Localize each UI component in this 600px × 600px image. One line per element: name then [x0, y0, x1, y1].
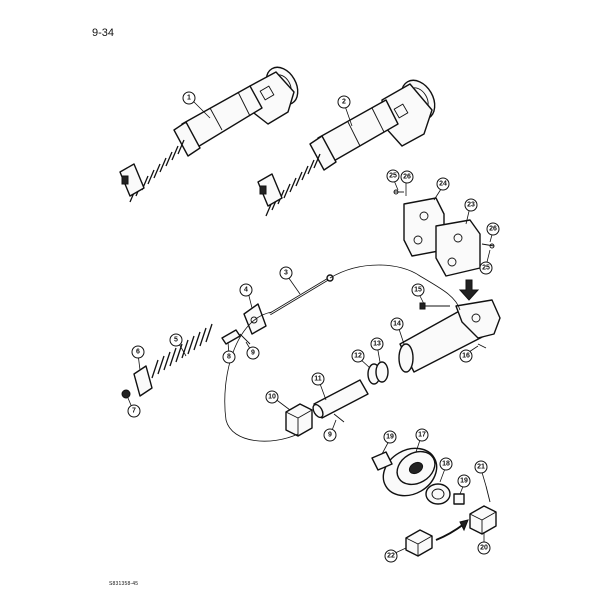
rings-12-13	[367, 361, 389, 385]
svg-text:1: 1	[187, 95, 191, 102]
svg-text:10: 10	[268, 394, 276, 401]
callout-5: 5	[169, 333, 183, 347]
callout-10: 10	[265, 390, 279, 404]
rod-3	[269, 274, 334, 316]
svg-text:24: 24	[439, 181, 447, 188]
callout-22: 22	[384, 549, 398, 563]
bolts-25-26	[393, 189, 495, 249]
spring-5	[151, 323, 213, 379]
callout-24: 24	[436, 177, 450, 191]
callout-21: 21	[474, 460, 488, 474]
callout-3: 3	[279, 266, 293, 280]
callout-9-lower: 9	[323, 428, 337, 442]
svg-text:16: 16	[462, 353, 470, 360]
svg-text:11: 11	[314, 376, 322, 383]
pin-9-lower	[333, 413, 345, 423]
svg-text:12: 12	[354, 353, 362, 360]
plate-6	[133, 365, 153, 397]
callout-25-top: 25	[386, 169, 400, 183]
assembly-2	[257, 79, 436, 217]
svg-text:5: 5	[174, 337, 178, 344]
nut-7	[121, 389, 131, 399]
svg-text:8: 8	[227, 354, 231, 361]
pin-9-upper	[239, 333, 251, 345]
callout-1: 1	[182, 91, 196, 105]
svg-text:7: 7	[132, 408, 136, 415]
svg-text:4: 4	[244, 287, 248, 294]
callout-8: 8	[222, 350, 236, 364]
callout-19-left: 19	[383, 430, 397, 444]
svg-text:26: 26	[403, 174, 411, 181]
pin-8	[221, 329, 241, 345]
bracket-23	[435, 219, 481, 277]
callout-18: 18	[439, 457, 453, 471]
svg-text:17: 17	[418, 432, 426, 439]
callout-14: 14	[390, 317, 404, 331]
callout-25-bottom: 25	[479, 261, 493, 275]
callout-6: 6	[131, 345, 145, 359]
housing-14	[398, 299, 501, 373]
svg-text:9: 9	[251, 350, 255, 357]
svg-text:20: 20	[480, 545, 488, 552]
block-10	[285, 403, 313, 437]
svg-text:18: 18	[442, 461, 450, 468]
callout-19-right: 19	[457, 474, 471, 488]
callout-9-upper: 9	[246, 346, 260, 360]
callout-4: 4	[239, 283, 253, 297]
document-code: S831358-45	[109, 581, 139, 587]
bolt-21	[485, 485, 491, 503]
svg-text:13: 13	[373, 341, 381, 348]
callout-23: 23	[464, 198, 478, 212]
svg-text:19: 19	[386, 434, 394, 441]
callout-11: 11	[311, 372, 325, 386]
svg-text:2: 2	[342, 99, 346, 106]
direction-arrow-top	[458, 279, 480, 301]
block-22	[405, 529, 433, 557]
callout-13: 13	[370, 337, 384, 351]
svg-text:25: 25	[482, 265, 490, 272]
callout-17: 17	[415, 428, 429, 442]
pin-16	[477, 343, 487, 349]
pin-11	[312, 379, 369, 419]
callout-7: 7	[127, 404, 141, 418]
washer-19-right	[453, 493, 465, 505]
bearing-18	[425, 483, 451, 505]
svg-text:15: 15	[414, 287, 422, 294]
svg-text:3: 3	[284, 270, 288, 277]
callout-20: 20	[477, 541, 491, 555]
svg-text:22: 22	[387, 553, 395, 560]
callout-26-right: 26	[486, 222, 500, 236]
callout-2: 2	[337, 95, 351, 109]
svg-text:6: 6	[136, 349, 140, 356]
svg-text:21: 21	[477, 464, 485, 471]
callout-16: 16	[459, 349, 473, 363]
callout-15: 15	[411, 283, 425, 297]
bolt-15	[419, 302, 450, 310]
svg-text:14: 14	[393, 321, 401, 328]
direction-arrow-bottom	[435, 519, 469, 541]
washer-19-left	[371, 451, 393, 471]
callout-26-top: 26	[400, 170, 414, 184]
svg-text:25: 25	[389, 173, 397, 180]
svg-text:9: 9	[328, 432, 332, 439]
block-20	[469, 505, 497, 535]
page-number: 9-34	[92, 27, 115, 39]
assembly-loop	[224, 264, 461, 442]
svg-text:23: 23	[467, 202, 475, 209]
svg-text:19: 19	[460, 478, 468, 485]
idler-17	[382, 447, 438, 497]
callout-12: 12	[351, 349, 365, 363]
svg-text:26: 26	[489, 226, 497, 233]
assembly-1	[119, 66, 299, 203]
